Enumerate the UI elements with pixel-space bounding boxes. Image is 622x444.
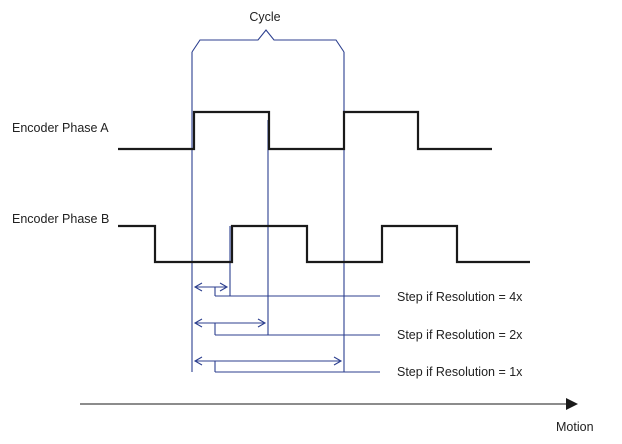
motion-arrow	[80, 398, 578, 410]
cycle-brace	[191, 29, 345, 53]
step-2x-label: Step if Resolution = 2x	[397, 328, 523, 342]
phase-a-waveform	[118, 110, 492, 151]
step-1x-indicator	[193, 356, 380, 373]
step-4x-indicator	[193, 282, 380, 297]
step-4x-label: Step if Resolution = 4x	[397, 290, 523, 304]
step-2x-indicator	[193, 318, 380, 336]
motion-label: Motion	[556, 420, 594, 434]
cycle-label: Cycle	[249, 10, 280, 24]
phase-a-label: Encoder Phase A	[12, 121, 109, 135]
phase-b-waveform	[118, 224, 530, 264]
step-1x-label: Step if Resolution = 1x	[397, 365, 523, 379]
phase-b-label: Encoder Phase B	[12, 212, 109, 226]
